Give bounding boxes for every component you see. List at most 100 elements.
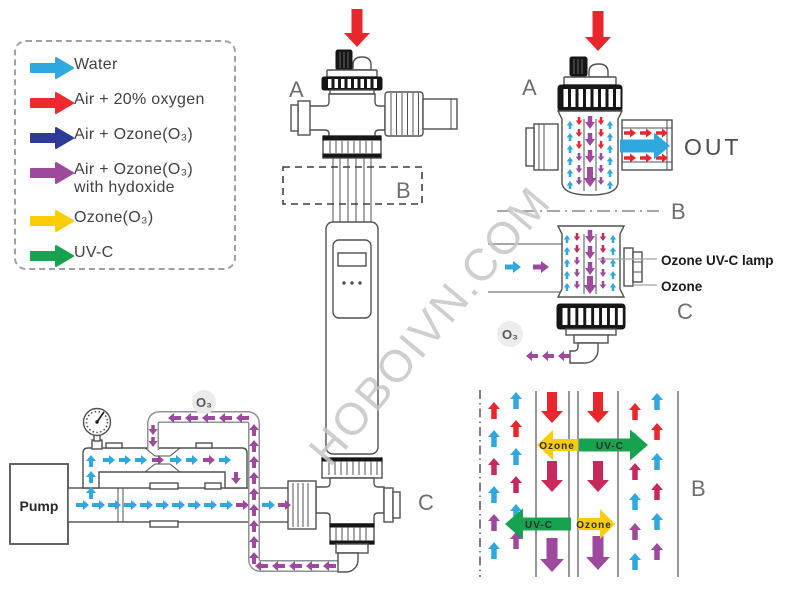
flow-arrow-tube-a-cyan <box>566 121 574 129</box>
flow-arrow-o3-riser <box>249 424 259 436</box>
flow-arrow-o3-riser <box>249 520 259 532</box>
legend-label-air-ozone-hydroxide: Air + Ozone(O₃) with hydoxide <box>74 161 193 197</box>
flow-arrow-o3-top-line <box>168 413 181 423</box>
detail-c-right-flange <box>632 251 643 283</box>
b-uvc-bottom-label: UV-C <box>525 520 553 531</box>
panel-button-1 <box>342 281 346 285</box>
control-display <box>337 252 367 267</box>
flow-arrow-o3-riser <box>249 536 259 548</box>
flow-arrow-bypass-flow <box>203 455 215 465</box>
flow-arrow-o3-bottom-line <box>255 561 268 571</box>
flow-arrow-o3-left-drop <box>148 425 158 435</box>
air-oxygen-arrow-icon <box>30 92 74 114</box>
flow-arrow-o3-riser <box>249 472 259 484</box>
lamp-tubes <box>332 158 372 225</box>
flow-arrow-main-pipe-flow <box>156 500 169 510</box>
bottom-collar-band-top <box>322 135 382 141</box>
flow-arrow-tube-c-cyan <box>563 271 571 279</box>
detail-c-quartz <box>583 234 597 294</box>
flow-arrow-b-channel1-b <box>510 532 522 549</box>
flow-arrow-b-ozone-arrow-bottom <box>578 509 615 539</box>
flow-arrow-out-pipe-red <box>640 128 652 138</box>
control-panel <box>332 239 372 319</box>
flow-arrow-tube-c-cyan <box>563 283 571 291</box>
legend-item-air-oxygen: Air + 20% oxygen <box>30 91 228 114</box>
flow-arrow-tube-c-inner <box>573 269 581 277</box>
panel-button-2 <box>350 281 354 285</box>
flow-arrow-bypass-riser-flow <box>86 471 96 483</box>
flow-arrow-detail-c-elbow-flow <box>542 351 554 361</box>
flow-arrow-o3-riser <box>249 440 259 452</box>
flow-arrow-b-channel4-b <box>651 423 663 440</box>
detail-a-left-cap <box>525 127 535 167</box>
detail-c-inlet-pipe-fill <box>488 244 562 292</box>
flow-arrow-tube-a-cyan <box>606 157 614 165</box>
flow-arrow-b-channel4-a <box>629 523 641 540</box>
flow-arrow-o3-top-line <box>219 413 232 423</box>
bypass-union1 <box>105 442 123 449</box>
flow-arrow-layer <box>76 9 670 572</box>
detail-c-plate1 <box>565 328 617 336</box>
flow-arrow-bypass-flow <box>103 455 115 465</box>
flow-arrow-b-channel4-b <box>651 513 663 530</box>
c-outlet-plate <box>335 543 369 554</box>
flow-arrow-tube-a-center <box>585 133 595 146</box>
flow-arrow-tube-a-cyan <box>566 133 574 141</box>
legend-label-air-ozone: Air + Ozone(O₃) <box>74 126 194 143</box>
flow-arrow-tube-c-cyan <box>563 247 571 255</box>
flow-arrow-main-pipe-flow <box>188 500 201 510</box>
c-bottom-band-top <box>329 523 375 528</box>
flow-arrow-tube-c-cyan <box>609 259 617 267</box>
flow-arrow-b-channel1-a <box>488 514 500 531</box>
legend-label-uvc: UV-C <box>74 243 114 261</box>
detail-a-left-port-lines <box>538 124 545 170</box>
bottom-collar-band-bottom <box>322 153 382 158</box>
flow-arrow-detail-c-inlet <box>533 261 549 273</box>
ozone-loop <box>147 390 338 572</box>
flow-arrow-tube-c-inner <box>599 245 607 253</box>
legend-label-water: Water <box>74 56 118 73</box>
c-right-flange <box>392 491 401 519</box>
pipe-union-bottom <box>149 520 179 528</box>
detail-a-plate <box>563 76 617 86</box>
detail-c-elbow <box>569 342 599 364</box>
flow-arrow-tube-c-inner <box>599 269 607 277</box>
ozone-arrow-icon <box>30 209 74 232</box>
flow-arrow-main-pipe-flow <box>262 500 275 510</box>
section-c-label: C <box>418 490 434 515</box>
flow-arrow-tube-a-inner <box>597 141 605 149</box>
inlet-dome <box>352 56 372 71</box>
flow-arrow-bypass-flow <box>119 455 131 465</box>
flow-arrow-bypass-flow <box>186 455 198 465</box>
flow-arrow-b-channel1-b <box>510 448 522 465</box>
flow-arrow-bypass-flow <box>152 455 164 465</box>
flow-arrow-o3-riser <box>249 504 259 516</box>
flow-arrow-o3-top-line <box>202 413 215 423</box>
flow-arrow-bypass-down <box>231 472 241 484</box>
top-plate <box>326 69 378 78</box>
section-a-label: A <box>289 77 304 102</box>
legend-label-line1: Air + Ozone(O₃) <box>74 161 194 178</box>
flow-arrow-b-channel4-a <box>629 403 641 420</box>
flow-arrow-out-pipe-water <box>620 132 670 160</box>
section-b-label: B <box>396 178 411 203</box>
detail-a-label: A <box>522 75 537 100</box>
flow-arrow-tube-a-cyan <box>566 169 574 177</box>
flow-arrow-o3-left-drop <box>148 437 158 447</box>
flow-arrow-o3-riser <box>249 488 259 500</box>
detail-a-quartz <box>583 119 597 191</box>
flow-arrow-b-channel1-a <box>488 542 500 559</box>
b-ozone-bottom-label: Ozone <box>576 520 612 531</box>
legend-label-line2: with hydoxide <box>74 178 175 196</box>
flow-arrow-b-mid-purple <box>586 536 610 570</box>
flow-arrow-tube-a-center-big <box>583 167 597 187</box>
detail-c-flange-lines <box>633 261 642 273</box>
flow-arrow-main-top-feed <box>344 9 370 47</box>
detail-b-bottom-label: B <box>691 476 706 501</box>
out-label: OUT <box>684 134 742 160</box>
flow-arrow-b-channel4-b <box>651 483 663 500</box>
bypass-loop-pipe <box>82 447 248 489</box>
flow-arrow-bypass-riser-flow <box>86 455 96 467</box>
